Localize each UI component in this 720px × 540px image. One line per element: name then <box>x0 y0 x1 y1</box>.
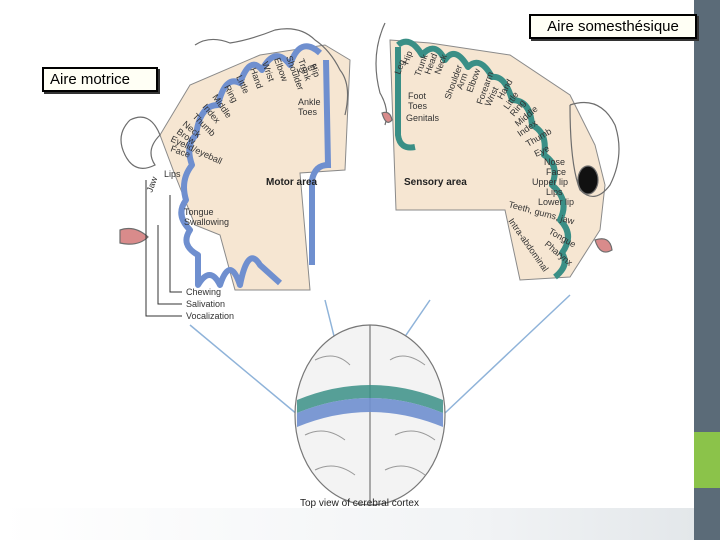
motor-area-callout: Aire motrice <box>42 67 158 92</box>
motor-area-title: Motor area <box>266 177 318 188</box>
motor-label: Tongue <box>184 207 214 217</box>
motor-function-label: Chewing <box>186 287 221 297</box>
sensory-label: Face <box>546 167 566 177</box>
sensory-label: Lower lip <box>538 197 574 207</box>
motor-label: Ankle <box>298 97 321 107</box>
homunculus-figure: Hip Trunk Shoulder Elbow Wrist Hand Litt… <box>100 15 692 510</box>
motor-label: Swallowing <box>184 217 229 227</box>
motor-cortex-slice <box>159 43 351 291</box>
sensory-area-title: Sensory area <box>404 177 467 188</box>
motor-label: Toes <box>298 107 318 117</box>
motor-function-label: Vocalization <box>186 311 234 321</box>
sensory-homunculus <box>375 22 620 253</box>
sensory-label: Upper lip <box>532 177 568 187</box>
sensory-label: Lips <box>546 187 563 197</box>
figure-caption: Top view of cerebral cortex <box>300 498 419 509</box>
top-view-brain <box>294 324 446 506</box>
slide-bottom-strip <box>0 508 694 540</box>
sensory-cortex-slice <box>389 38 606 281</box>
motor-label: Jaw <box>144 175 159 194</box>
motor-function-label: Salivation <box>186 299 225 309</box>
sensory-label: Genitals <box>406 113 440 123</box>
motor-function-labels: Chewing Salivation Vocalization <box>145 180 234 321</box>
sensory-label: Leg <box>392 58 407 76</box>
sensory-label: Nose <box>544 157 565 167</box>
sensory-area-callout: Aire somesthésique <box>529 14 697 39</box>
sensory-label: Toes <box>408 101 428 111</box>
motor-label: Hip <box>308 62 322 78</box>
sensory-label: Hip <box>400 50 414 66</box>
motor-label: Lips <box>164 169 181 179</box>
motor-homunculus <box>119 28 349 245</box>
sensory-label: Foot <box>408 91 427 101</box>
slide-side-accent <box>694 432 720 488</box>
